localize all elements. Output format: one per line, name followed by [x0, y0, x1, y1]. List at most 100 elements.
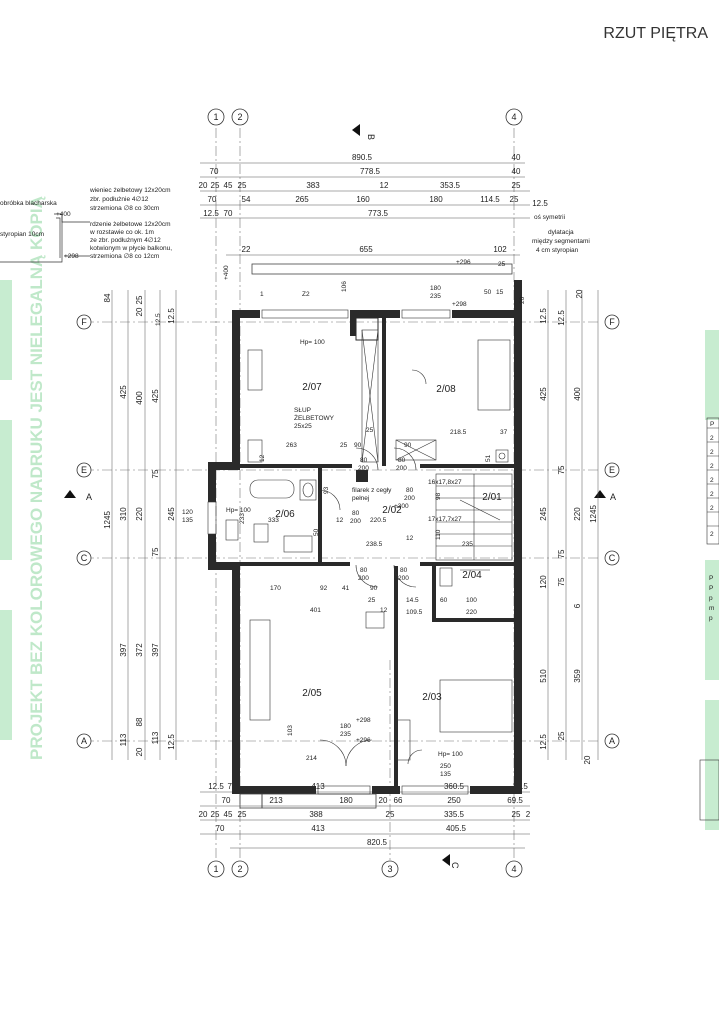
dim-top-1b: 40 — [512, 153, 521, 162]
idim-12c: 12 — [406, 535, 414, 542]
dim-bot-3h: 25 — [512, 810, 521, 819]
table-mark-1: 2 — [710, 435, 714, 442]
dim-left-2e: 372 — [135, 643, 144, 657]
dim-right-3a: 12.5 — [557, 310, 566, 326]
dim-right-1d: 120 — [539, 575, 548, 589]
idim-92: 92 — [320, 585, 328, 592]
idim-25b: 25 — [340, 442, 348, 449]
table-mark-8: P — [709, 575, 713, 582]
note-door-80f: 80 — [406, 487, 414, 494]
idim-401: 401 — [310, 607, 321, 614]
dim-top-3g: 353.5 — [440, 181, 461, 190]
note-door-200a: 200 — [358, 465, 369, 472]
dim-left-1a: 84 — [103, 293, 112, 302]
note-rozstaw: w rozstawie co ok. 1m — [89, 229, 154, 236]
note-z2: Z2 — [302, 291, 310, 298]
walls — [208, 280, 522, 794]
idim-15: 15 — [496, 289, 504, 296]
dim-left-3d: 397 — [151, 643, 160, 657]
dim-bot-3e: 388 — [309, 810, 323, 819]
note-level-298-bot: +298 — [356, 717, 371, 724]
idim-12-5: 12.5 — [155, 313, 162, 326]
idim-110: 110 — [435, 529, 442, 540]
idim-93: 93 — [323, 486, 330, 494]
right-table — [699, 417, 719, 821]
note-level-300: +300 — [394, 503, 409, 510]
dimension-lines-left — [111, 290, 177, 760]
dim-right-3d: 25 — [557, 731, 566, 740]
plan-notes: oś symetrii dylatacja między segmentami … — [182, 214, 590, 778]
dim-top-5a: 12.5 — [203, 209, 219, 218]
dim-left-3e: 113 — [151, 731, 160, 744]
table-mark-7: 2 — [710, 531, 714, 538]
dim-bot-1a: 12.5 — [208, 782, 224, 791]
note-door-80b: 80 — [398, 457, 406, 464]
dim-top-3h: 25 — [512, 181, 521, 190]
dim-right-2c: 220 — [573, 507, 582, 521]
note-window-135b: 135 — [440, 771, 451, 778]
dim-bot-3f: 25 — [386, 810, 395, 819]
note-level-400-plan: +400 — [223, 265, 230, 280]
dim-top-3e: 383 — [306, 181, 320, 190]
dim-bot-2e: 66 — [394, 796, 403, 805]
dim-right-1e: 510 — [539, 669, 548, 683]
note-filarek: filarek z cegły — [352, 487, 392, 494]
table-mark-4: 2 — [710, 477, 714, 484]
idim-37: 37 — [500, 429, 508, 436]
dim-bot-3g: 335.5 — [444, 810, 465, 819]
grid-row-a-left: A — [81, 736, 87, 746]
dim-bot-2d: 20 — [379, 796, 388, 805]
section-markers — [64, 124, 606, 866]
dimension-lines-bottom — [200, 791, 530, 849]
idim-25c: 25 — [366, 427, 374, 434]
note-window-235b: 235 — [340, 731, 351, 738]
idim-25d: 25 — [368, 597, 376, 604]
watermark: PROJEKT BEZ KOLOROWEGO NADRUKU JEST NIEL… — [0, 196, 719, 830]
table-mark-9: P — [709, 585, 713, 592]
dim-left-1d: 397 — [119, 643, 128, 657]
idim-60: 60 — [440, 597, 448, 604]
dim-bot-2g: 69.5 — [507, 796, 523, 805]
dim-right-2f: 20 — [583, 755, 592, 764]
dim-right-3c: 75 — [557, 549, 566, 558]
dim-top-4g: 25 — [510, 195, 519, 204]
note-stairs-2: 17x17,7x27 — [428, 516, 462, 523]
wall-detail — [0, 213, 90, 263]
dim-left-3b: 75 — [151, 469, 160, 478]
dim-bot-3a: 20 — [199, 810, 208, 819]
room-2-07: 2/07 — [302, 382, 322, 393]
idim-98: 98 — [435, 492, 442, 500]
room-2-06: 2/06 — [275, 509, 295, 520]
idim-12d: 12 — [380, 607, 388, 614]
note-door-200c: 200 — [350, 518, 361, 525]
note-hp-2-06: Hp= 100 — [226, 507, 251, 514]
dim-left-4c: 12.5 — [167, 734, 176, 750]
dim-right-2a: 20 — [575, 289, 584, 298]
dim-right-3e: 75 — [557, 577, 566, 586]
idim-220: 220 — [466, 609, 477, 616]
note-window-120: 120 — [182, 509, 193, 516]
room-2-03: 2/03 — [422, 692, 442, 703]
dim-right-1f: 12.5 — [539, 734, 548, 750]
idim-220-5: 220.5 — [370, 517, 387, 524]
dim-top-4h: 12.5 — [532, 199, 548, 208]
dim-top-3c: 45 — [224, 181, 233, 190]
note-door-80d: 80 — [360, 567, 368, 574]
note-zbr-podluznym: ze zbr. podłużnym 4∅12 — [90, 237, 161, 244]
table-mark-3: 2 — [710, 463, 714, 470]
section-a-left: A — [86, 492, 92, 502]
dim-left-2a: 25 — [135, 295, 144, 304]
table-mark-5: 2 — [710, 491, 714, 498]
grid-lines — [84, 128, 600, 860]
dim-top-2a: 70 — [210, 167, 219, 176]
columns — [355, 317, 379, 482]
room-2-01: 2/01 — [482, 492, 502, 503]
dim-top-3f: 12 — [380, 181, 389, 190]
dimension-lines-right — [547, 290, 599, 760]
note-25x25: 25x25 — [294, 423, 312, 430]
note-kotwionym: kotwionym w płycie balkonu, — [90, 245, 172, 252]
note-level-298: +298 — [64, 253, 79, 260]
dim-top-5b: 70 — [224, 209, 233, 218]
dim-left-2d: 220 — [135, 507, 144, 521]
